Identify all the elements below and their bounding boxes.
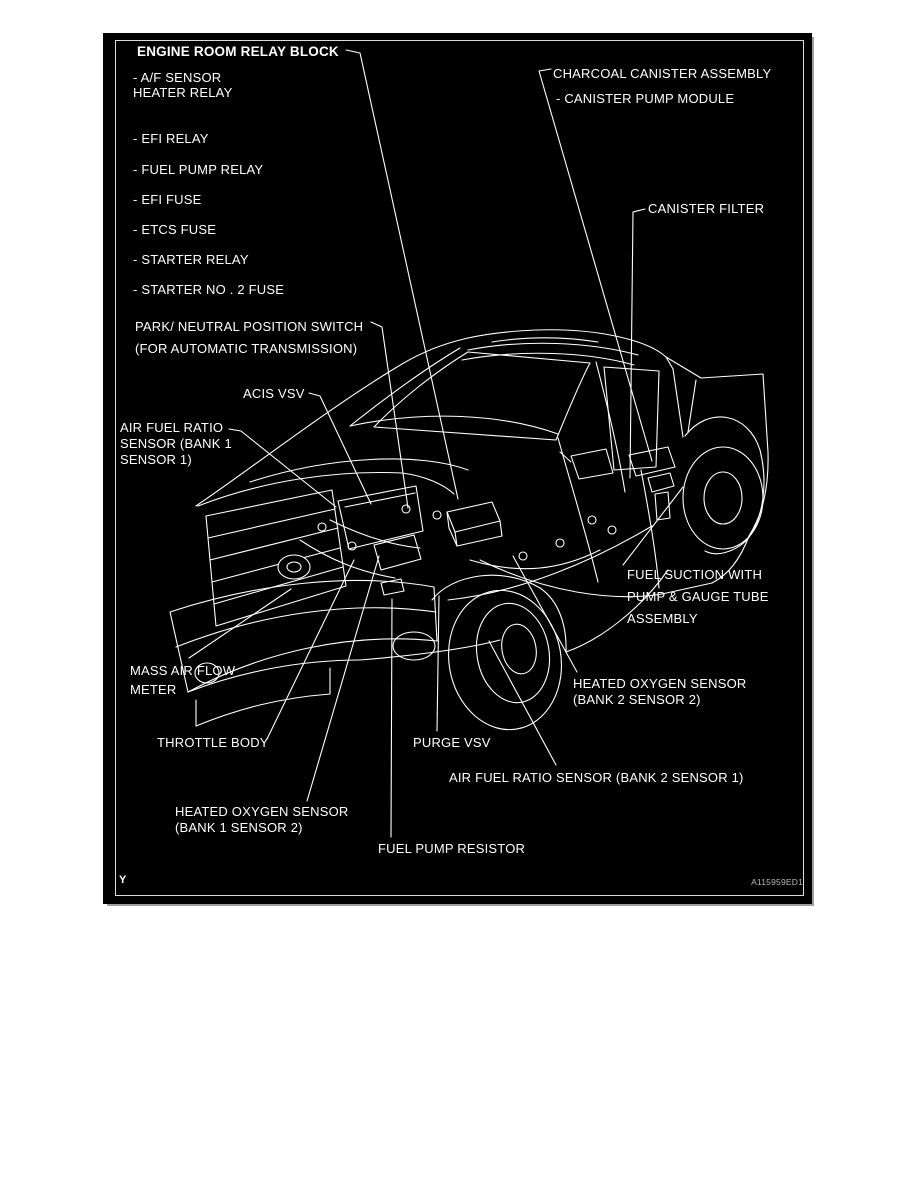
component-location-diagram: ENGINE ROOM RELAY BLOCK - A/F SENSOR HEA… (103, 33, 812, 904)
label-throttle-body: THROTTLE BODY (157, 735, 269, 750)
label-mass-air-flow-meter: MASS AIR FLOW METER (130, 663, 236, 697)
label-purge-vsv: PURGE VSV (413, 735, 491, 750)
label-starter-no2-fuse: - STARTER NO . 2 FUSE (133, 282, 285, 297)
label-fuel-pump-resistor: FUEL PUMP RESISTOR (378, 841, 526, 856)
engine-components (317, 446, 676, 596)
label-fuel-pump-relay: - FUEL PUMP RELAY (133, 162, 264, 177)
label-charcoal-canister-assembly: CHARCOAL CANISTER ASSEMBLY (553, 66, 772, 81)
label-heated-oxygen-sensor-bank2-sensor2: HEATED OXYGEN SENSOR (BANK 2 SENSOR 2) (573, 676, 747, 707)
figure-code: A115959ED1 (751, 877, 803, 887)
label-engine-room-relay-block: ENGINE ROOM RELAY BLOCK (137, 44, 339, 59)
label-heated-oxygen-sensor-bank1-sensor2: HEATED OXYGEN SENSOR (BANK 1 SENSOR 2) (175, 804, 349, 835)
truck-illustration (169, 49, 769, 838)
label-canister-pump-module: - CANISTER PUMP MODULE (556, 91, 735, 106)
truck-body (169, 329, 769, 731)
label-starter-relay: - STARTER RELAY (133, 252, 249, 267)
label-efi-fuse: - EFI FUSE (133, 192, 202, 207)
label-air-fuel-ratio-sensor-bank2-sensor1: AIR FUEL RATIO SENSOR (BANK 2 SENSOR 1) (449, 770, 744, 785)
label-efi-relay: - EFI RELAY (133, 131, 209, 146)
label-park-neutral-position-switch: PARK/ NEUTRAL POSITION SWITCH (FOR AUTOM… (135, 319, 364, 356)
label-canister-filter: CANISTER FILTER (648, 201, 765, 216)
label-fuel-suction-pump-gauge-tube-assembly: FUEL SUCTION WITH PUMP & GAUGE TUBE ASSE… (627, 567, 769, 626)
label-acis-vsv: ACIS VSV (243, 386, 305, 401)
label-etcs-fuse: - ETCS FUSE (133, 222, 217, 237)
label-af-sensor-heater-relay: - A/F SENSOR HEATER RELAY (133, 70, 233, 100)
label-air-fuel-ratio-sensor-bank1-sensor1: AIR FUEL RATIO SENSOR (BANK 1 SENSOR 1) (120, 420, 232, 467)
corner-mark: Y (119, 874, 127, 886)
